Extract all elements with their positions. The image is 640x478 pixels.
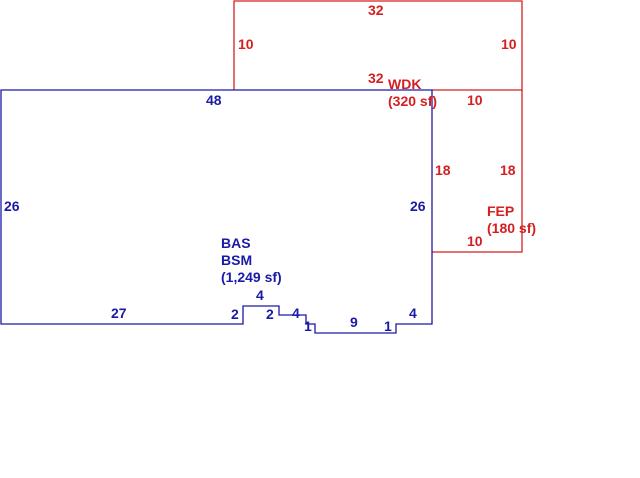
dim-main-right: 26	[410, 198, 426, 214]
wdk-area: (320 sf)	[388, 93, 437, 109]
dim-main-left: 26	[4, 198, 20, 214]
wdk-label: WDK	[388, 76, 421, 92]
dim-step-top: 4	[292, 305, 300, 321]
dim-bottom-right: 4	[409, 305, 417, 321]
fep-area: (180 sf)	[487, 220, 536, 236]
main-label-bas: BAS	[221, 235, 251, 251]
dim-main-bottom-left: 27	[111, 305, 127, 321]
fep-outline	[432, 90, 523, 253]
dim-notch-left: 2	[231, 306, 239, 322]
dim-wdk-left: 10	[238, 36, 254, 52]
dim-bottom-mid: 9	[350, 314, 358, 330]
dim-step-down-right: 1	[384, 318, 392, 334]
dim-fep-top: 10	[467, 92, 483, 108]
main-structure-outline	[0, 89, 433, 334]
dim-step-down-left: 1	[304, 318, 312, 334]
dim-fep-left: 18	[435, 162, 451, 178]
main-label-bsm: BSM	[221, 252, 252, 268]
dim-main-top: 48	[206, 92, 222, 108]
dim-notch-top: 4	[256, 287, 264, 303]
dim-wdk-top: 32	[368, 2, 384, 18]
dim-notch-right: 2	[266, 306, 274, 322]
dim-fep-right: 18	[500, 162, 516, 178]
dim-wdk-bottom: 32	[368, 70, 384, 86]
fep-label: FEP	[487, 203, 514, 219]
main-label-area: (1,249 sf)	[221, 269, 282, 285]
dim-fep-bottom: 10	[467, 233, 483, 249]
wdk-outline	[233, 0, 523, 91]
dim-wdk-right: 10	[501, 36, 517, 52]
